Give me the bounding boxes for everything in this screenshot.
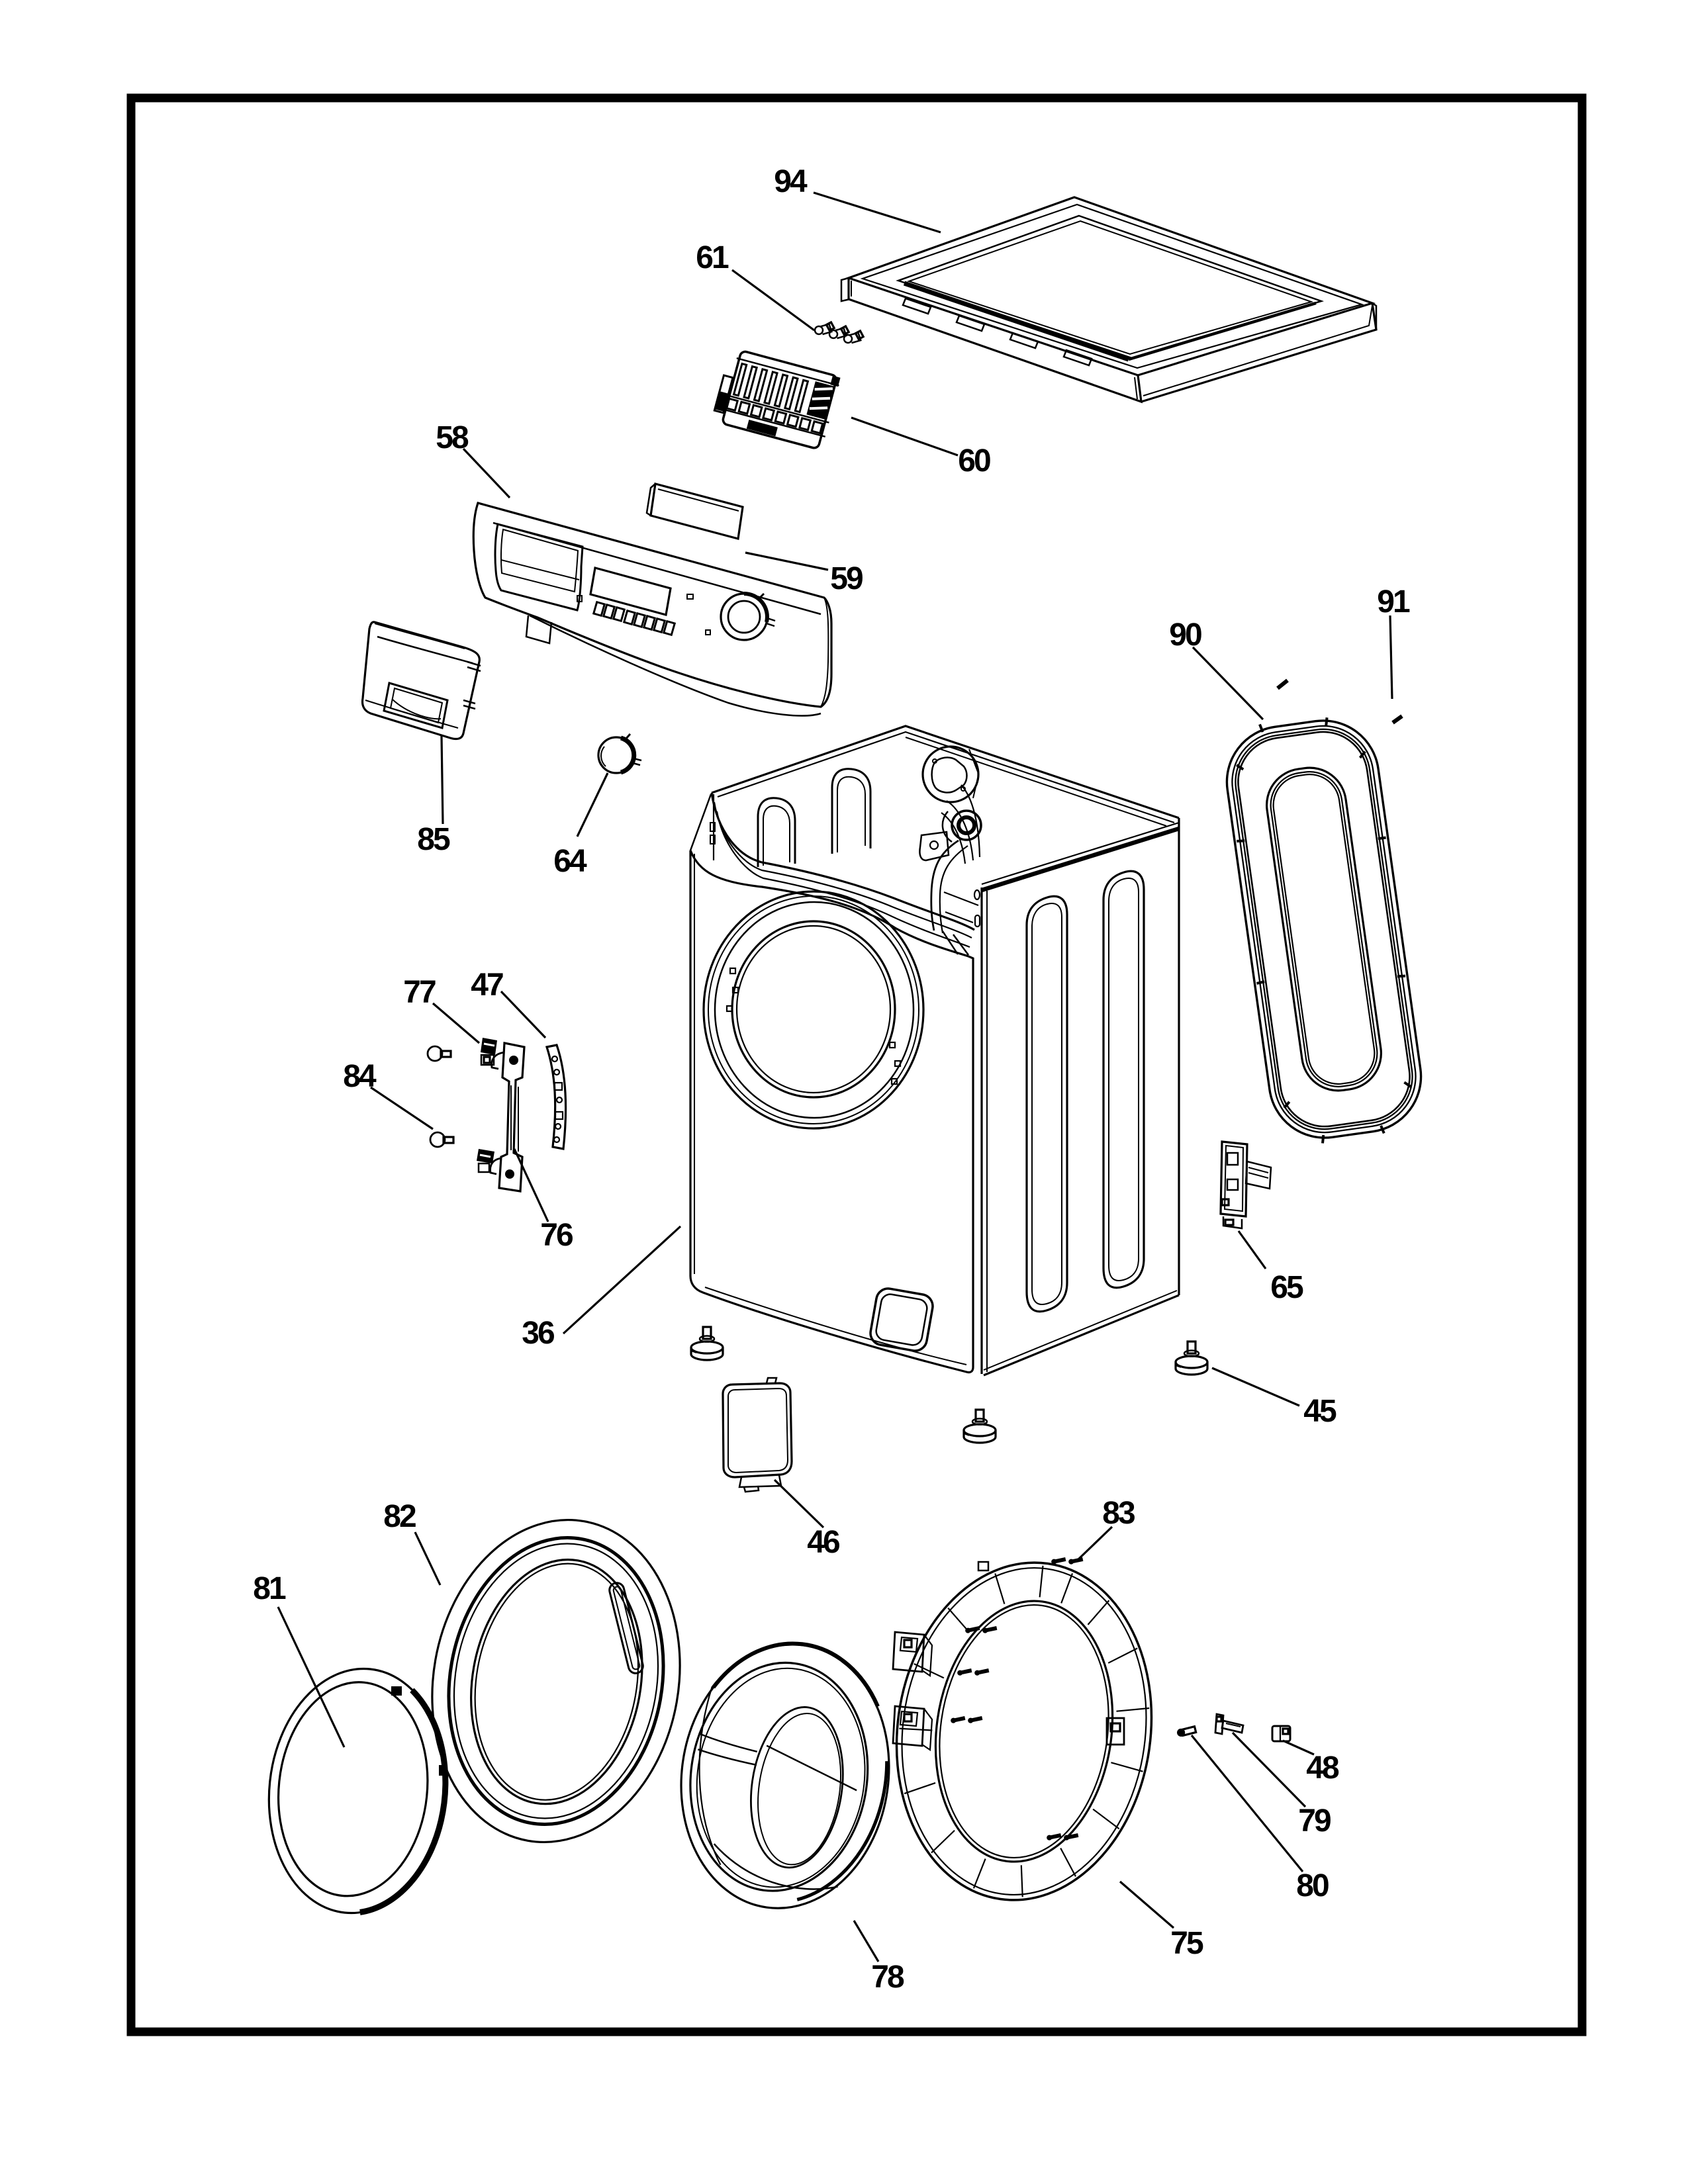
svg-text:78: 78 xyxy=(871,1960,904,1995)
svg-text:75: 75 xyxy=(1170,1926,1203,1961)
svg-text:80: 80 xyxy=(1296,1868,1329,1903)
svg-text:76: 76 xyxy=(540,1218,573,1253)
svg-text:46: 46 xyxy=(807,1525,839,1560)
svg-text:90: 90 xyxy=(1169,617,1201,653)
svg-text:64: 64 xyxy=(553,844,587,879)
svg-text:60: 60 xyxy=(958,443,990,478)
svg-text:81: 81 xyxy=(253,1571,286,1606)
svg-text:65: 65 xyxy=(1270,1270,1303,1305)
svg-text:82: 82 xyxy=(383,1499,416,1534)
svg-text:48: 48 xyxy=(1306,1751,1339,1786)
svg-text:36: 36 xyxy=(522,1316,554,1351)
svg-text:79: 79 xyxy=(1298,1803,1331,1839)
svg-text:61: 61 xyxy=(696,240,729,275)
svg-text:59: 59 xyxy=(830,561,863,596)
svg-text:83: 83 xyxy=(1102,1496,1135,1531)
svg-text:47: 47 xyxy=(471,968,503,1003)
svg-text:94: 94 xyxy=(774,164,808,199)
svg-text:77: 77 xyxy=(403,975,436,1010)
svg-text:91: 91 xyxy=(1377,584,1410,619)
svg-text:45: 45 xyxy=(1303,1394,1336,1429)
svg-text:85: 85 xyxy=(417,822,450,857)
